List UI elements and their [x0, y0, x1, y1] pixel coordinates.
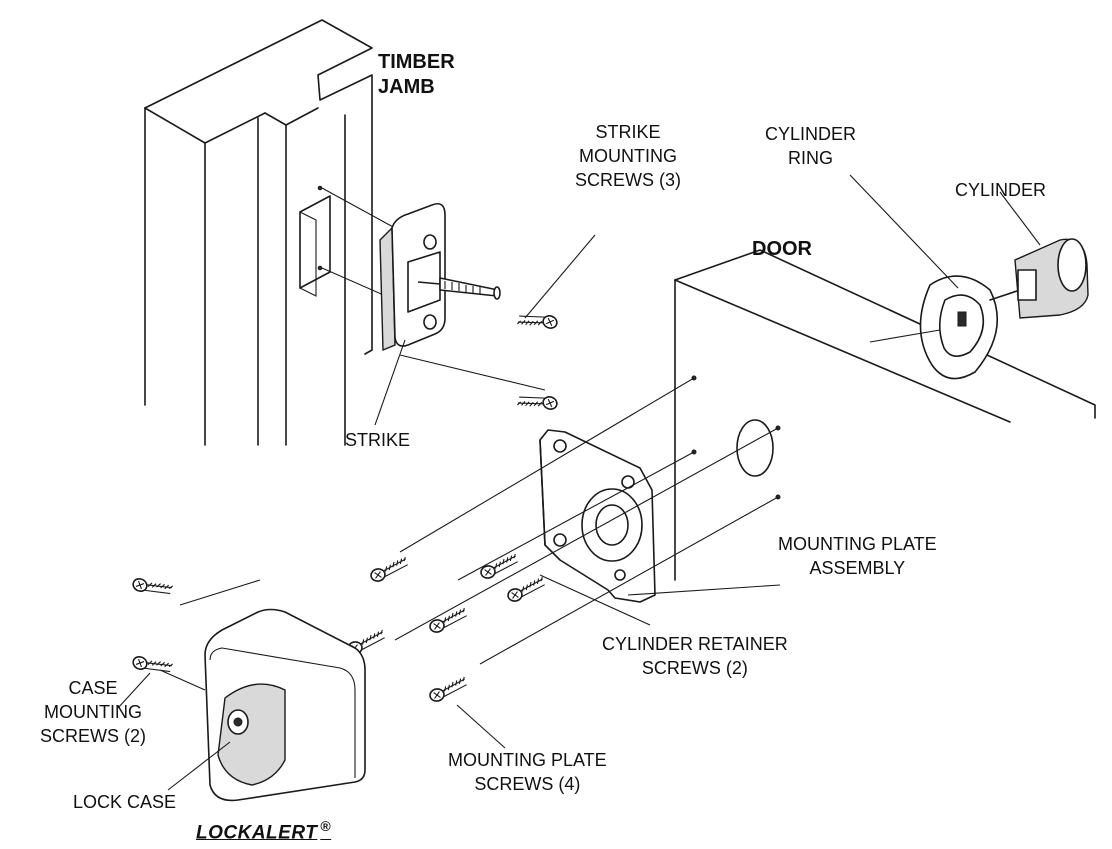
- label-mounting-plate-assembly: MOUNTING PLATE ASSEMBLY: [778, 534, 937, 578]
- label-case-mounting-screws: CASE MOUNTING SCREWS (2): [40, 678, 147, 746]
- label-mounting-plate-screws: MOUNTING PLATE SCREWS (4): [448, 750, 607, 794]
- label-lock-case: LOCK CASE: [73, 792, 177, 812]
- cylinder-part: [989, 238, 1089, 319]
- label-timber-jamb: TIMBER JAMB: [378, 51, 455, 98]
- registered-mark: ®: [320, 818, 332, 834]
- label-door: DOOR: [752, 238, 812, 260]
- leader-lines: [117, 174, 1041, 791]
- cylinder-ring-part: [869, 275, 998, 380]
- mounting-plate-screws: [345, 427, 779, 703]
- label-cylinder: CYLINDER: [955, 180, 1047, 200]
- label-strike-mounting-screws: STRIKE MOUNTING SCREWS (3): [575, 122, 682, 190]
- case-screws: [130, 569, 175, 683]
- timber-jamb: [144, 19, 396, 446]
- lockalert-logo: LOCKALERT®: [196, 818, 331, 844]
- label-cylinder-ring: CYLINDER RING: [765, 124, 857, 168]
- lock-case-part: [159, 579, 366, 802]
- strike-screws: [417, 277, 560, 419]
- brand-name: LOCKALERT: [196, 822, 318, 844]
- label-cylinder-retainer-screws: CYLINDER RETAINER SCREWS (2): [602, 634, 788, 678]
- strike-plate: [379, 202, 546, 391]
- mounting-plate-part: [399, 377, 695, 603]
- label-strike: STRIKE: [345, 430, 411, 450]
